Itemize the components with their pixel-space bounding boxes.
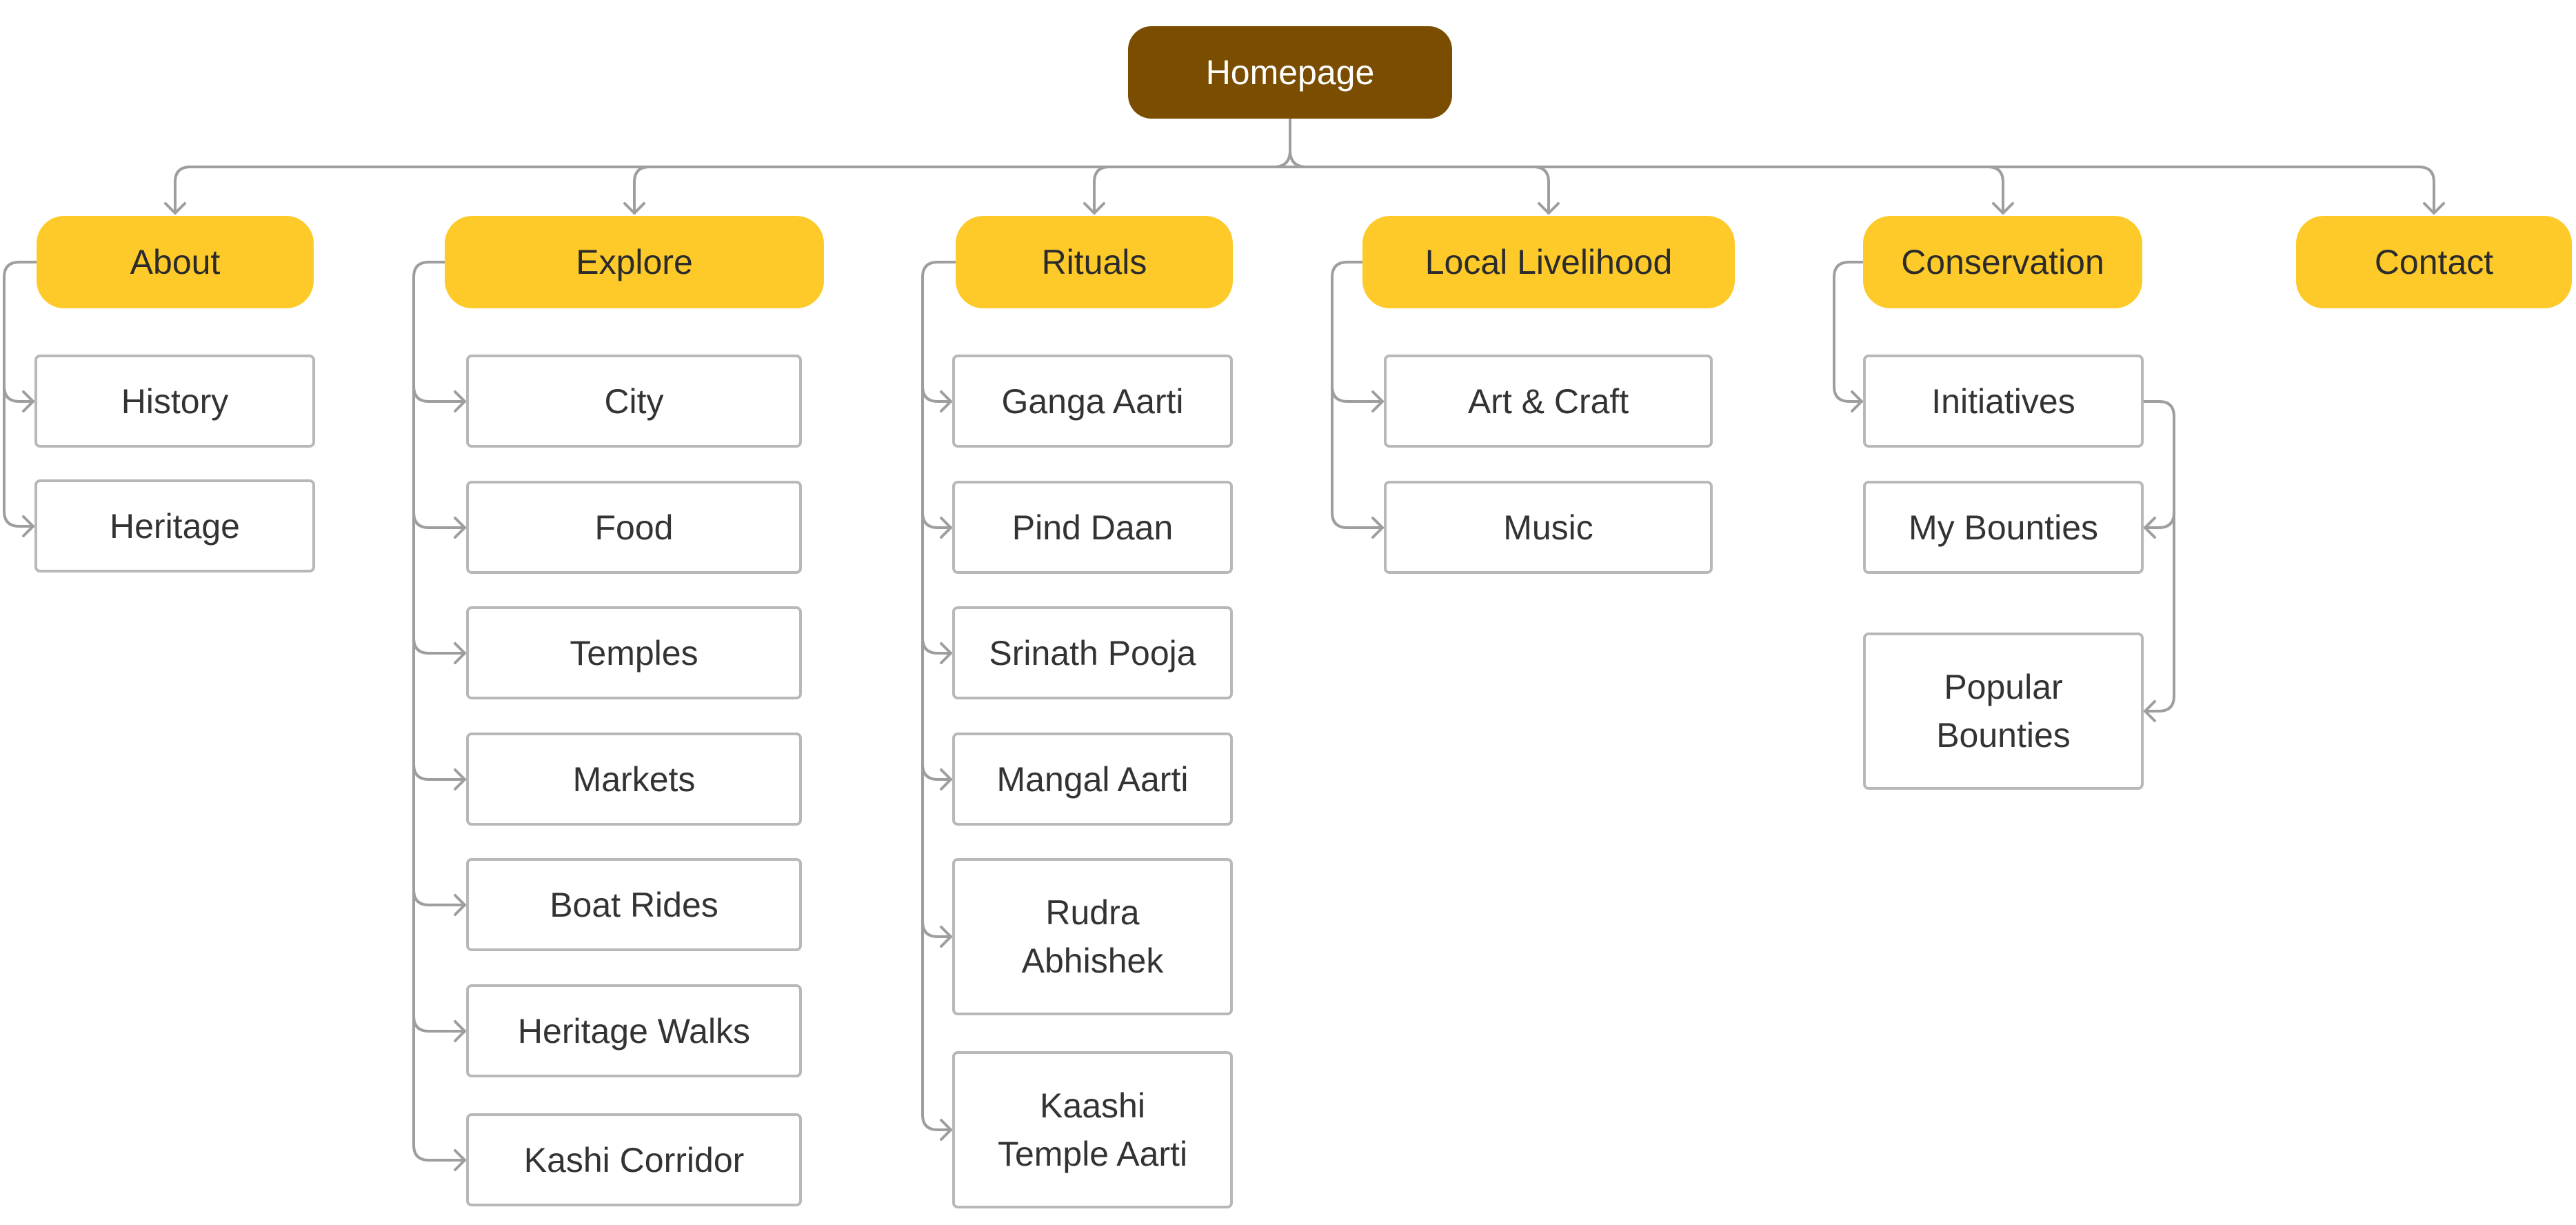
conservation-right-bracket [2142, 400, 2175, 713]
explore-arrow [454, 768, 466, 790]
rituals-arrow [940, 1119, 952, 1141]
explore-branch [412, 763, 466, 781]
leaf-city: City [466, 355, 802, 448]
leaf-markets: Markets [466, 733, 802, 826]
about-spine [3, 261, 38, 528]
homepage-node: Homepage [1128, 26, 1452, 119]
about-arrow [22, 390, 34, 412]
leaf-rudra-abhishek: Rudra Abhishek [952, 858, 1233, 1015]
rituals-branch [921, 763, 952, 781]
category-conservation: Conservation [1863, 216, 2142, 308]
explore-spine [412, 261, 466, 1162]
leaf-srinath-pooja: Srinath Pooja [952, 606, 1233, 699]
conservation-arrow [1851, 390, 1863, 412]
category-drop-line [1093, 166, 1111, 215]
leaf-ganga-aarti: Ganga Aarti [952, 355, 1233, 448]
category-local-livelihood: Local Livelihood [1362, 216, 1735, 308]
category-drop-line [1986, 166, 2004, 215]
explore-arrow [454, 390, 466, 412]
conservation-right-arrow [2144, 517, 2156, 539]
rituals-arrow [940, 642, 952, 664]
rituals-arrow [940, 390, 952, 412]
rituals-branch [921, 920, 952, 938]
category-drop-line [174, 166, 192, 215]
root-connector-left [1272, 149, 1291, 168]
leaf-kaashi-temple-aarti: Kaashi Temple Aarti [952, 1051, 1233, 1208]
leaf-food: Food [466, 481, 802, 574]
leaf-kashi-corridor: Kashi Corridor [466, 1113, 802, 1206]
category-drop-arrow [1992, 202, 2014, 215]
explore-branch [412, 385, 466, 403]
rituals-arrow [940, 768, 952, 790]
explore-arrow [454, 1149, 466, 1171]
leaf-my-bounties: My Bounties [1863, 481, 2144, 574]
local-livelihood-branch [1331, 385, 1384, 403]
category-about: About [37, 216, 314, 308]
rituals-arrow [940, 517, 952, 539]
about-branch [3, 385, 34, 403]
explore-branch [412, 888, 466, 906]
leaf-pind-daan: Pind Daan [952, 481, 1233, 574]
leaf-history: History [34, 355, 315, 448]
rituals-arrow [940, 926, 952, 948]
category-drop-arrow [164, 202, 186, 215]
category-rituals: Rituals [956, 216, 1233, 308]
category-drop-line [2417, 166, 2435, 215]
about-arrow [22, 515, 34, 537]
conservation-right-arrow [2144, 700, 2156, 722]
leaf-music: Music [1384, 481, 1713, 574]
category-explore: Explore [445, 216, 824, 308]
explore-branch [412, 1015, 466, 1033]
leaf-mangal-aarti: Mangal Aarti [952, 733, 1233, 826]
explore-branch [412, 511, 466, 529]
category-drop-arrow [623, 202, 645, 215]
conservation-right-branch [2144, 511, 2175, 529]
category-drop-line [633, 166, 651, 215]
rituals-branch [921, 637, 952, 655]
explore-arrow [454, 517, 466, 539]
category-drop-arrow [1083, 202, 1105, 215]
local-livelihood-arrow [1371, 390, 1384, 412]
explore-arrow [454, 642, 466, 664]
rituals-spine [921, 261, 957, 1131]
rituals-branch [921, 511, 952, 529]
explore-branch [412, 637, 466, 655]
category-drop-line [1532, 166, 1550, 215]
leaf-heritage: Heritage [34, 479, 315, 572]
explore-arrow [454, 1020, 466, 1042]
leaf-popular-bounties: Popular Bounties [1863, 633, 2144, 790]
category-contact: Contact [2296, 216, 2572, 308]
explore-arrow [454, 894, 466, 916]
leaf-initiatives: Initiatives [1863, 355, 2144, 448]
category-drop-arrow [2423, 202, 2445, 215]
local-livelihood-arrow [1371, 517, 1384, 539]
leaf-temples: Temples [466, 606, 802, 699]
conservation-spine [1833, 261, 1864, 403]
root-connector-right [1289, 117, 1308, 168]
category-drop-arrow [1538, 202, 1560, 215]
leaf-boat-rides: Boat Rides [466, 858, 802, 951]
leaf-art-and-craft: Art & Craft [1384, 355, 1713, 448]
leaf-heritage-walks: Heritage Walks [466, 984, 802, 1077]
rituals-branch [921, 385, 952, 403]
